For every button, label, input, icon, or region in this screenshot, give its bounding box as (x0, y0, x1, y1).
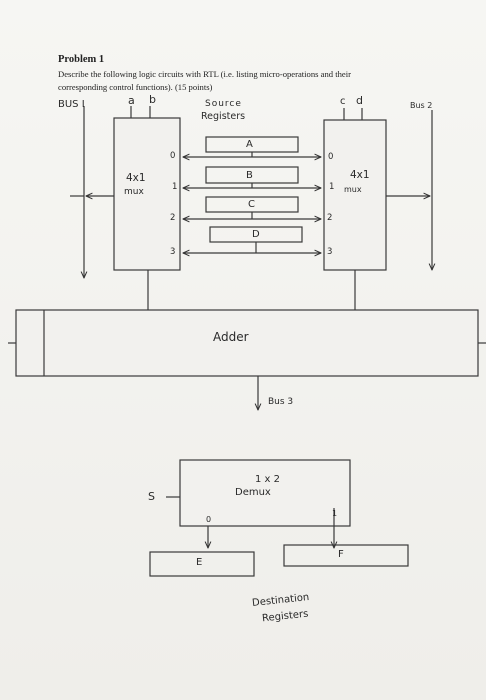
register-f-label: F (338, 549, 344, 560)
bus2-label: Bus 2 (410, 101, 433, 110)
demux-label-name: Demux (235, 487, 271, 498)
left-mux-input-0: 0 (170, 151, 176, 161)
register-e-box (149, 551, 255, 577)
right-mux-input-0: 0 (328, 152, 334, 162)
right-mux-input-1: 1 (329, 182, 335, 192)
problem-title: Problem 1 (58, 54, 105, 65)
register-a-label: A (246, 139, 253, 150)
right-mux-box (323, 119, 387, 271)
register-e-label: E (196, 557, 203, 568)
register-f-box (283, 544, 409, 567)
left-mux-label-name: mux (124, 187, 144, 197)
demux-output-1: 1 (332, 509, 338, 518)
problem-description-line-2: corresponding control functions). (15 po… (58, 82, 213, 92)
demux-box (179, 459, 351, 527)
registers-label: Registers (201, 111, 246, 122)
right-mux-label-size: 4x1 (350, 169, 370, 181)
register-c-label: C (248, 199, 255, 210)
right-mux-input-2: 2 (327, 213, 333, 223)
right-select-d: d (356, 94, 363, 107)
left-select-a: a (128, 94, 135, 107)
right-mux-label-name: mux (344, 185, 362, 194)
right-mux-input-3: 3 (327, 247, 333, 257)
demux-label-size: 1 x 2 (255, 474, 280, 485)
left-select-b: b (149, 93, 156, 106)
register-d-label: D (252, 229, 260, 240)
left-mux-input-2: 2 (170, 213, 176, 223)
demux-select-s: S (148, 490, 155, 503)
adder-box (15, 309, 479, 377)
bus1-label: BUS I (58, 99, 85, 110)
register-b-label: B (246, 170, 253, 181)
bus3-label: Bus 3 (268, 397, 294, 407)
left-mux-label-size: 4x1 (126, 172, 146, 184)
source-label: Source (205, 99, 242, 109)
right-select-c: c (340, 96, 346, 107)
problem-description-line-1: Describe the following logic circuits wi… (58, 69, 351, 79)
left-mux-input-1: 1 (172, 182, 178, 192)
demux-output-0: 0 (206, 515, 212, 524)
left-mux-input-3: 3 (170, 247, 176, 257)
adder-label: Adder (213, 330, 249, 344)
left-mux-box (113, 117, 181, 271)
